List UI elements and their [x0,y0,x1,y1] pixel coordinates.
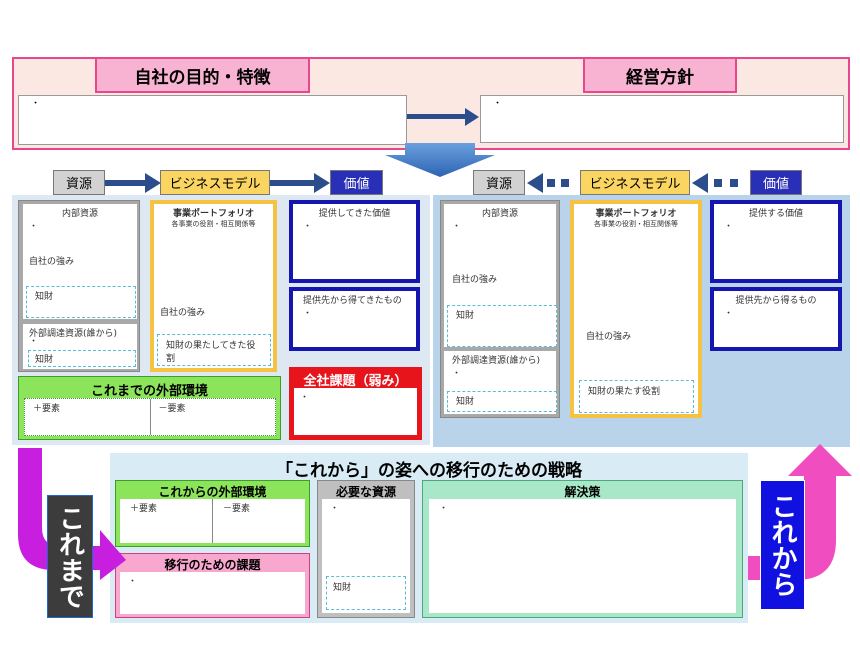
arrow-right-icon [270,173,330,193]
future-ip-role-box[interactable]: 知財の果たす役割 [579,380,694,413]
future-ip-box[interactable]: 知財 [447,305,557,347]
past-side-label: これまで [47,495,93,618]
label-resource: 資源 [53,170,105,195]
past-label-text: これまで [54,504,85,609]
past-environment: これまでの外部環境 ＋要素 －要素 [18,376,281,440]
portfolio-label: 事業ポートフォリオ [172,209,254,219]
issue-title: 移行のための課題 [164,558,261,572]
policy-field[interactable]: ・ [480,95,844,143]
bullet: ・ [29,222,39,232]
future-environment: これからの外部環境 ＋要素 －要素 [115,480,310,547]
ip-label: 知財 [35,355,54,365]
strength-label: 自社の強み [160,308,206,318]
issue-field[interactable]: ・ [294,388,417,435]
purpose-title: 自社の目的・特徴 [95,57,310,93]
plus-factors[interactable]: ＋要素 [25,399,151,435]
value2-label: 提供先から得てきたもの [303,296,402,306]
value1-label: 提供する価値 [748,209,803,219]
solution-field[interactable]: ・ [429,499,736,613]
plus-factors[interactable]: ＋要素 [120,499,213,543]
ip-label: 知財 [456,311,475,321]
past-value-provided[interactable]: 提供してきた価値・ [289,200,420,283]
ip-label: 知財 [333,583,352,593]
dotted-arrow-left-icon [692,173,738,193]
solution-title: 解決策 [564,485,601,499]
arrow-right-icon [407,108,479,126]
past-issues: 全社課題（弱み） ・ [289,367,422,440]
label-business-model: ビジネスモデル [580,170,690,195]
ip-label: 知財 [35,292,54,302]
resource-title: 必要な資源 [335,485,396,499]
arrow-right-icon [105,173,161,193]
label-value: 価値 [330,170,383,195]
strategy-title: 「これから」の姿への移行のための戦略 [276,461,582,481]
dotted-arrow-left-icon [527,173,569,193]
env-title: これまでの外部環境 [90,384,208,399]
internal-label: 内部資源 [61,209,98,219]
curved-arrow-right-icon [18,448,126,580]
purpose-field[interactable]: ・ [18,95,407,145]
portfolio-sub: 各事業の役割・相互関係等 [171,220,256,228]
strength-label: 自社の強み [586,332,632,342]
ip-role-label: 知財の果たしてきた役割 [166,341,256,364]
required-resources: 必要な資源 ・ 知財 [317,480,415,618]
minus-factors[interactable]: －要素 [158,404,186,414]
arrow-down-icon [385,143,495,177]
label-business-model: ビジネスモデル [160,170,270,195]
issue-field[interactable]: ・ [120,572,305,614]
past-ip-box[interactable]: 知財 [26,286,136,318]
policy-title: 経営方針 [583,57,737,93]
past-ip-role-box[interactable]: 知財の果たしてきた役割 [157,334,271,366]
ip-role-label: 知財の果たす役割 [588,387,661,397]
bullet: ・ [330,504,340,514]
value1-label: 提供してきた価値 [318,209,391,219]
bullet: ・ [303,309,313,319]
future-value-received[interactable]: 提供先から得るもの・ [710,287,842,351]
past-external-ip-box[interactable]: 知財 [28,350,136,367]
bullet: ・ [724,309,734,319]
ip-label: 知財 [456,397,475,407]
bullet: ・ [31,99,41,109]
bullet: ・ [300,393,310,403]
bullet: ・ [724,222,734,232]
bullet: ・ [493,99,503,109]
portfolio-label: 事業ポートフォリオ [595,209,677,219]
bullet: ・ [303,222,313,232]
minus-factors[interactable]: －要素 [223,504,251,514]
internal-label: 内部資源 [481,209,518,219]
past-value-received[interactable]: 提供先から得てきたもの・ [289,287,420,351]
label-value: 価値 [750,170,802,195]
strength-label: 自社の強み [29,257,75,267]
bullet: ・ [452,369,462,379]
ip-box[interactable]: 知財 [326,576,406,610]
future-label-text: これから [767,493,797,597]
bullet: ・ [128,577,138,587]
external-label: 外部調達資源(誰から) [29,329,118,339]
external-label: 外部調達資源(誰から) [452,356,541,366]
future-value-provided[interactable]: 提供する価値・ [710,200,842,283]
solution: 解決策 ・ [422,480,743,618]
value2-label: 提供先から得るもの [735,296,817,306]
curved-arrow-up-icon [748,444,852,580]
bullet: ・ [452,222,462,232]
label-resource: 資源 [473,170,525,195]
env-title: これからの外部環境 [158,485,267,499]
future-external-ip-box[interactable]: 知財 [447,391,557,412]
portfolio-sub: 各事業の役割・相互関係等 [594,220,678,228]
bullet: ・ [439,504,449,514]
issue-title: 全社課題（弱み） [303,374,408,389]
bullet: ・ [29,337,39,347]
transition-issues: 移行のための課題 ・ [115,553,310,618]
strength-label: 自社の強み [452,275,498,285]
future-side-label: これから [760,480,805,610]
